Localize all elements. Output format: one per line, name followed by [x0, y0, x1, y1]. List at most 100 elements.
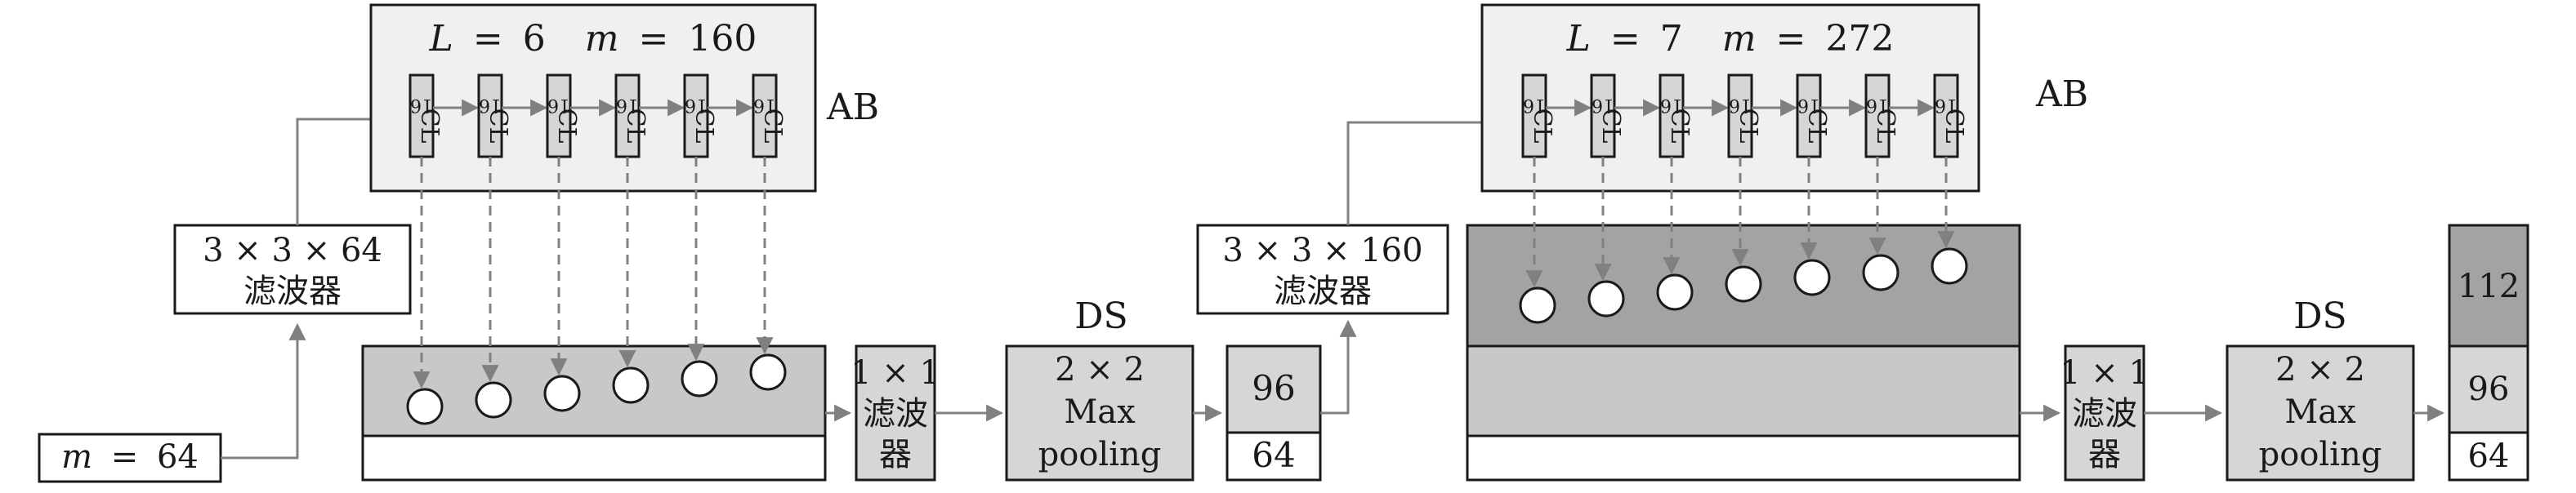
svg-text:pooling: pooling — [2259, 436, 2382, 473]
unit-cl-label: CL — [1734, 109, 1762, 144]
feature-circle — [612, 366, 650, 404]
input-num: 64 — [157, 438, 199, 476]
unit-cl-label: CL — [1665, 109, 1694, 144]
filter-3x3x160-size: 3 × 3 × 160 — [1222, 232, 1422, 269]
unit-cl-label: CL — [1940, 109, 1968, 144]
filter-3x3x64-size: 3 × 3 × 64 — [203, 232, 382, 269]
unit-growth-label: 16 — [1729, 95, 1752, 115]
unit-growth-label: 16 — [1660, 95, 1683, 115]
dense-block-right: L = 7 m = 272 16CL16CL16CL16CL16CL16CL16… — [1480, 3, 1980, 193]
dense-connections-right — [1525, 157, 1955, 288]
unit-cl-label: CL — [1528, 109, 1556, 144]
svg-text:1 × 1: 1 × 1 — [850, 354, 940, 392]
svg-text:1 × 1: 1 × 1 — [2060, 354, 2150, 392]
svg-text:器: 器 — [879, 436, 912, 473]
feature-circle — [1931, 247, 1968, 285]
svg-text:m = 64: m = 64 — [61, 438, 199, 476]
arrow-filter-to-block — [296, 110, 397, 225]
filter-3x3x160-label: 滤波器 — [1274, 273, 1372, 310]
arrow-to-filter-right — [1320, 319, 1357, 415]
input-eq: = — [111, 438, 139, 476]
feature-circle — [1862, 254, 1900, 291]
feature-circle — [1793, 259, 1831, 296]
input-var: m — [61, 438, 92, 476]
dense-block-right-params: L = 7 m = 272 — [1566, 18, 1895, 60]
unit-growth-label: 16 — [479, 95, 502, 115]
svg-text:2 × 2: 2 × 2 — [1055, 351, 1145, 389]
unit-growth-label: 16 — [1592, 95, 1614, 115]
feature-circle — [1656, 273, 1694, 311]
unit-cl-label: CL — [1871, 109, 1900, 144]
feature-circle — [543, 375, 581, 412]
svg-text:Max: Max — [2284, 393, 2356, 431]
maxpool-right: 2 × 2 Max pooling — [2226, 344, 2415, 482]
unit-cl-label: CL — [758, 109, 787, 144]
output-right-middle: 96 — [2468, 371, 2510, 408]
svg-text:pooling: pooling — [1038, 436, 1162, 473]
feature-circle — [475, 381, 512, 419]
feature-circle — [406, 388, 444, 425]
output-right-bottom: 64 — [2468, 437, 2510, 475]
ds-label-right: DS — [2293, 295, 2346, 337]
dense-connections-left — [413, 157, 774, 389]
filter-3x3x160-box: 3 × 3 × 160 滤波器 — [1196, 224, 1449, 315]
unit-cl-label: CL — [690, 109, 718, 144]
feature-map-right — [1466, 224, 2021, 482]
svg-text:滤波: 滤波 — [863, 395, 928, 433]
dense-block-left-params: L = 6 m = 160 — [429, 18, 757, 60]
conv1x1-right: 1 × 1 滤波 器 — [2060, 344, 2150, 482]
filter-3x3x64-label: 滤波器 — [243, 273, 342, 310]
unit-cl-label: CL — [1802, 109, 1831, 144]
arrow-filter-to-block-right — [1346, 113, 1514, 225]
unit-cl-label: CL — [621, 109, 650, 144]
unit-cl-label: CL — [1596, 109, 1625, 144]
feature-circle — [1725, 265, 1762, 303]
unit-cl-label: CL — [484, 109, 512, 144]
maxpool-left: 2 × 2 Max pooling — [1005, 344, 1194, 482]
output-left-bottom: 64 — [1252, 435, 1295, 475]
feature-map-left — [361, 344, 827, 482]
unit-cl-label: CL — [552, 109, 581, 144]
feature-circles-left — [406, 353, 787, 425]
conv1x1-left: 1 × 1 滤波 器 — [850, 344, 940, 482]
feature-circle — [1519, 286, 1556, 324]
svg-text:2 × 2: 2 × 2 — [2275, 351, 2365, 389]
unit-growth-label: 16 — [753, 95, 776, 115]
feature-circle — [749, 353, 787, 391]
unit-growth-label: 16 — [410, 95, 433, 115]
feature-circles-right — [1519, 247, 1968, 324]
output-left: 96 64 — [1225, 344, 1322, 482]
feature-circle — [1587, 280, 1625, 318]
output-right: 112 96 64 — [2448, 224, 2529, 482]
unit-growth-label: 16 — [1935, 95, 1958, 115]
filter-3x3x64-box: 3 × 3 × 64 滤波器 — [173, 224, 412, 315]
input-channels-box: m = 64 — [38, 433, 222, 483]
output-right-top: 112 — [2458, 268, 2520, 305]
unit-growth-label: 16 — [1866, 95, 1889, 115]
svg-text:Max: Max — [1064, 393, 1136, 431]
arrow-input-to-filter — [221, 322, 306, 460]
unit-growth-label: 16 — [547, 95, 570, 115]
svg-text:器: 器 — [2088, 436, 2121, 473]
unit-growth-label: 16 — [685, 95, 708, 115]
svg-text:滤波: 滤波 — [2072, 395, 2137, 433]
ab-label-right: AB — [2035, 73, 2088, 115]
unit-growth-label: 16 — [1797, 95, 1820, 115]
unit-growth-label: 16 — [616, 95, 639, 115]
ds-label-left: DS — [1074, 295, 1127, 337]
output-left-top: 96 — [1252, 368, 1295, 408]
unit-growth-label: 16 — [1523, 95, 1546, 115]
